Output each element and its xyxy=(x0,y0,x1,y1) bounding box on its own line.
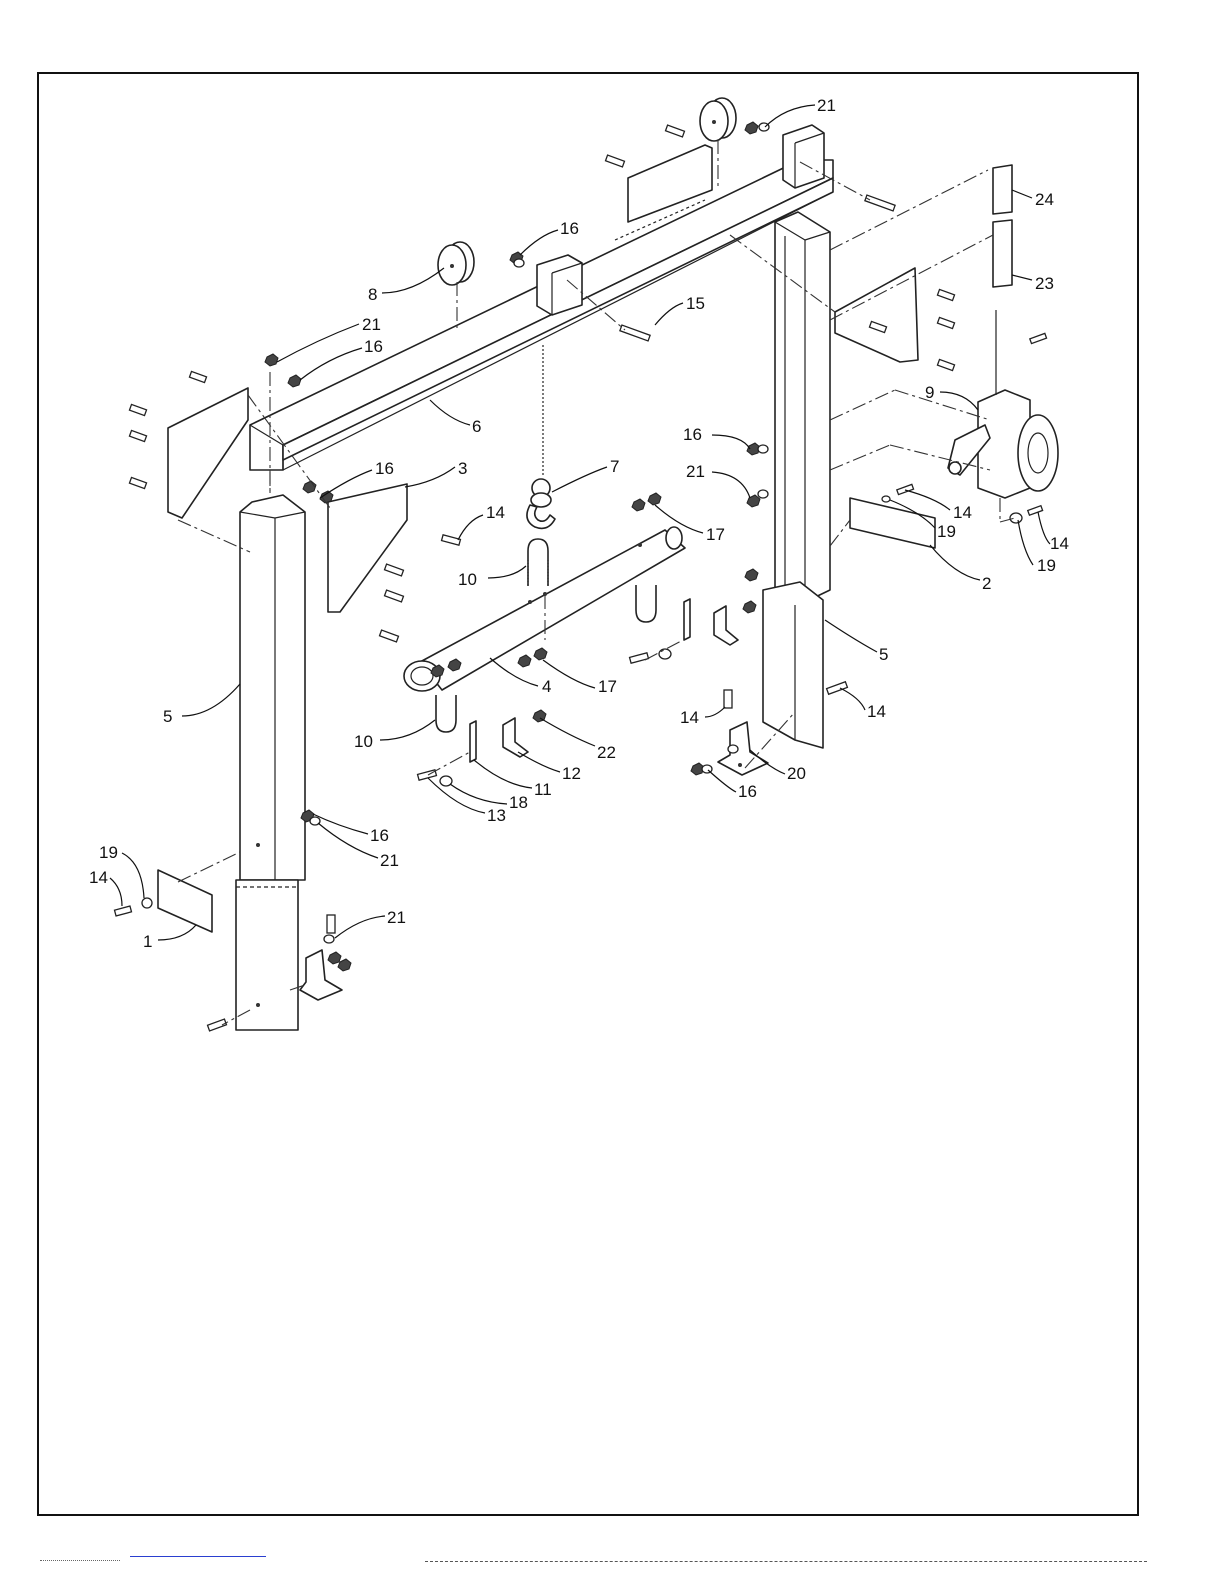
callout-5: 5 xyxy=(879,645,888,664)
callout-16: 16 xyxy=(364,337,383,356)
callout-8: 8 xyxy=(368,285,377,304)
pulley-bracket-center xyxy=(537,255,582,315)
left-leg xyxy=(236,495,305,1030)
plate-1 xyxy=(158,870,212,932)
callout-23: 23 xyxy=(1035,274,1054,293)
gusset-plate-right xyxy=(835,268,918,362)
u-bolt-upper xyxy=(528,539,548,586)
callout-10: 10 xyxy=(354,732,373,751)
callout-21: 21 xyxy=(387,908,406,927)
callout-16: 16 xyxy=(560,219,579,238)
hook-chain xyxy=(527,345,555,528)
chain-11-right xyxy=(684,599,690,640)
callout-14: 14 xyxy=(680,708,699,727)
callout-16: 16 xyxy=(370,826,389,845)
callout-11: 11 xyxy=(534,780,552,799)
gusset-plate-left xyxy=(168,388,248,518)
right-leg xyxy=(763,212,830,748)
callout-3: 3 xyxy=(458,459,467,478)
u-bolt-lower-left xyxy=(436,695,456,732)
callout-1: 1 xyxy=(143,932,152,951)
callout-5: 5 xyxy=(163,707,172,726)
callout-19: 19 xyxy=(937,522,956,541)
callout-21: 21 xyxy=(362,315,381,334)
callout-14: 14 xyxy=(1050,534,1069,553)
plate-2 xyxy=(850,498,935,548)
callout-19: 19 xyxy=(99,843,118,862)
callout-17: 17 xyxy=(706,525,725,544)
callout-18: 18 xyxy=(509,793,528,812)
pulley-bracket-right xyxy=(783,125,824,188)
callout-4: 4 xyxy=(542,677,551,696)
callout-9: 9 xyxy=(925,383,934,402)
callout-7: 7 xyxy=(610,457,619,476)
callout-21: 21 xyxy=(686,462,705,481)
callout-6: 6 xyxy=(472,417,481,436)
callout-14: 14 xyxy=(867,702,886,721)
decal-24 xyxy=(993,165,1012,214)
pulley-right xyxy=(700,98,736,141)
footer-link-line xyxy=(130,1556,266,1557)
footer-dashed-line xyxy=(425,1561,1147,1562)
callout-14: 14 xyxy=(89,868,108,887)
bracket-20 xyxy=(718,722,768,775)
callout-15: 15 xyxy=(686,294,705,313)
callout-16: 16 xyxy=(738,782,757,801)
callout-14: 14 xyxy=(953,503,972,522)
callout-16: 16 xyxy=(683,425,702,444)
callout-21: 21 xyxy=(380,851,399,870)
callout-16: 16 xyxy=(375,459,394,478)
callout-13: 13 xyxy=(487,806,506,825)
footer-marks xyxy=(40,1560,120,1561)
callout-17: 17 xyxy=(598,677,617,696)
u-bolt-lower-right xyxy=(636,585,656,622)
chain-11-left xyxy=(470,721,476,762)
callout-14: 14 xyxy=(486,503,505,522)
pulley-left xyxy=(438,242,474,285)
callout-21: 21 xyxy=(817,96,836,115)
callout-22: 22 xyxy=(597,743,616,762)
callout-24: 24 xyxy=(1035,190,1054,209)
bracket-12-right xyxy=(714,606,738,645)
callout-2: 2 xyxy=(982,574,991,593)
callout-19: 19 xyxy=(1037,556,1056,575)
callout-20: 20 xyxy=(787,764,806,783)
callout-12: 12 xyxy=(562,764,581,783)
bracket-12-left xyxy=(503,718,528,757)
top-beam xyxy=(250,160,833,470)
callout-10: 10 xyxy=(458,570,477,589)
decal-23 xyxy=(993,220,1012,287)
